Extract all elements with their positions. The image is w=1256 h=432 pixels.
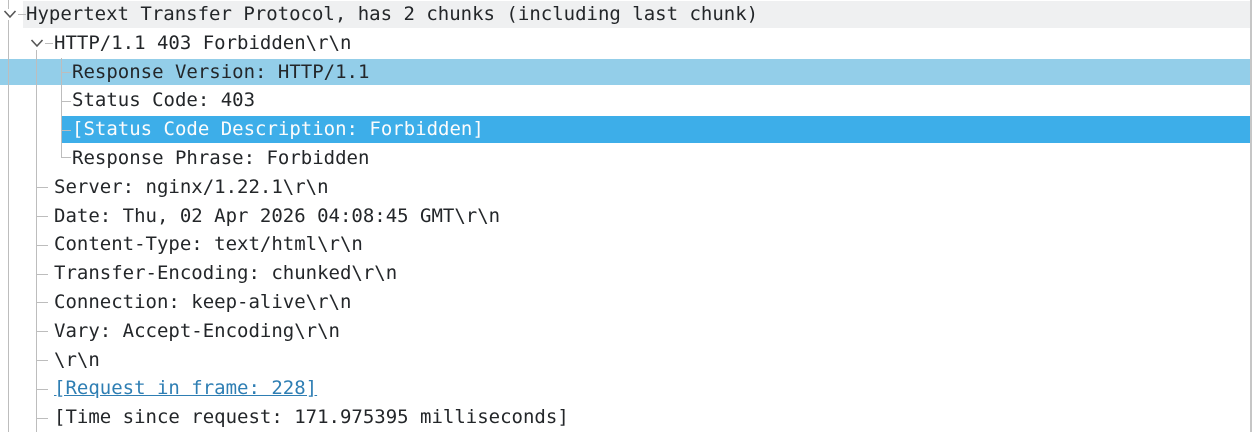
tree-row[interactable]: Hypertext Transfer Protocol, has 2 chunk… (0, 0, 1256, 29)
branch-tick (36, 215, 48, 217)
chevron-down-icon[interactable] (30, 38, 44, 48)
tree-row-label: Vary: Accept-Encoding\r\n (54, 319, 340, 342)
tree-row-label: \r\n (54, 348, 100, 371)
tree-guide-line (36, 50, 37, 432)
branch-tick (36, 388, 48, 390)
tree-row-label: Response Phrase: Forbidden (72, 146, 370, 169)
tree-row-label: Transfer-Encoding: chunked\r\n (54, 262, 398, 285)
branch-tick (36, 331, 48, 333)
tree-row-label: Response Version: HTTP/1.1 (72, 60, 370, 83)
chevron-down-icon[interactable] (3, 9, 17, 19)
tree-row[interactable]: [Status Code Description: Forbidden] (0, 115, 1256, 144)
tree-row[interactable]: HTTP/1.1 403 Forbidden\r\n (0, 29, 1256, 58)
tree-row-label: Content-Type: text/html\r\n (54, 233, 363, 256)
tree-row[interactable]: Transfer-Encoding: chunked\r\n (0, 259, 1256, 288)
row-highlight-band (62, 116, 1250, 143)
tree-row-label: HTTP/1.1 403 Forbidden\r\n (54, 31, 352, 54)
row-highlight-band (0, 58, 1250, 86)
branch-tick (36, 187, 48, 189)
tree-row[interactable]: Vary: Accept-Encoding\r\n (0, 317, 1256, 346)
pane-border (1250, 0, 1252, 432)
tree-row-label: Connection: keep-alive\r\n (54, 290, 352, 313)
tree-row[interactable]: Date: Thu, 02 Apr 2026 04:08:45 GMT\r\n (0, 202, 1256, 231)
tree-guide-line (8, 20, 9, 432)
tree-row-label[interactable]: [Request in frame: 228] (54, 377, 318, 400)
tree-row[interactable]: Connection: keep-alive\r\n (0, 288, 1256, 317)
branch-tick (36, 302, 48, 304)
tree-row[interactable]: Content-Type: text/html\r\n (0, 230, 1256, 259)
tree-row[interactable]: Response Phrase: Forbidden (0, 143, 1256, 173)
branch-tick (36, 244, 48, 246)
tree-row[interactable]: Status Code: 403 (0, 86, 1256, 115)
tree-guide-line (61, 58, 62, 144)
tree-row[interactable]: Response Version: HTTP/1.1 (0, 58, 1256, 87)
tree-row-label: [Time since request: 171.975395 millisec… (54, 406, 569, 429)
branch-tick (36, 273, 48, 275)
branch-tick (61, 129, 71, 131)
tree-row-label: Date: Thu, 02 Apr 2026 04:08:45 GMT\r\n (54, 204, 501, 227)
tree-row-label: Status Code: 403 (72, 89, 256, 112)
branch-dash (45, 43, 53, 45)
branch-tick (61, 71, 71, 73)
tree-row-label: Hypertext Transfer Protocol, has 2 chunk… (26, 3, 759, 25)
tree-guide-line (8, 0, 9, 9)
branch-corner-icon (61, 143, 71, 159)
tree-row[interactable]: \r\n (0, 346, 1256, 375)
branch-tick (61, 100, 71, 102)
tree-row[interactable]: Server: nginx/1.22.1\r\n (0, 173, 1256, 202)
branch-tick (36, 417, 48, 419)
tree-row[interactable]: [Request in frame: 228] (0, 374, 1256, 403)
row-highlight-band (23, 1, 1250, 28)
tree-row-label: Server: nginx/1.22.1\r\n (54, 175, 329, 198)
branch-dash (18, 14, 26, 16)
branch-tick (36, 359, 48, 361)
tree-row-label: [Status Code Description: Forbidden] (72, 118, 484, 141)
tree-row[interactable]: [Time since request: 171.975395 millisec… (0, 403, 1256, 432)
